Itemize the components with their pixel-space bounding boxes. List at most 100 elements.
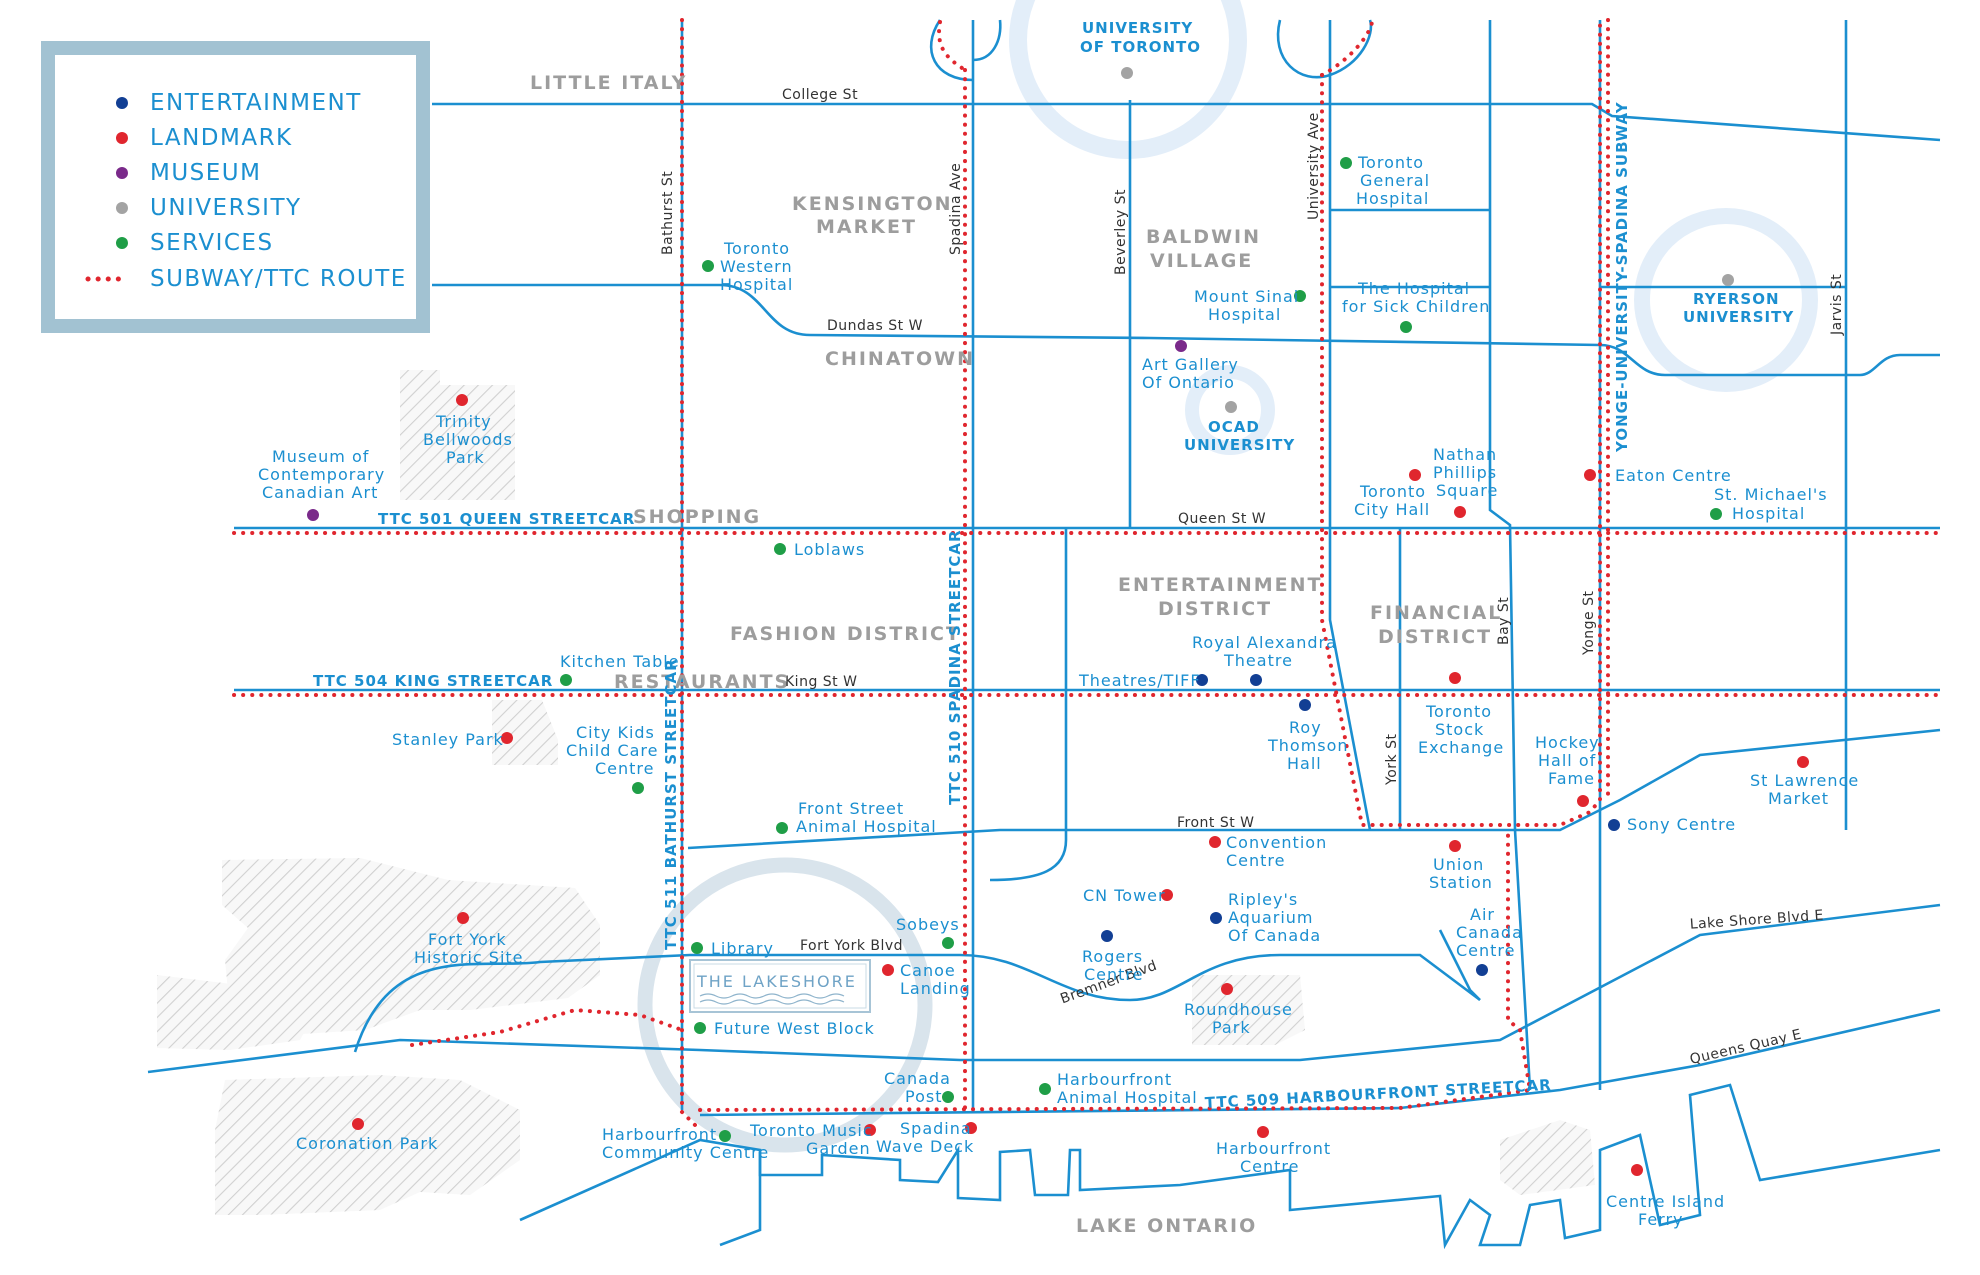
- rogers-1: Rogers: [1082, 947, 1143, 966]
- coronation: Coronation Park: [296, 1134, 438, 1153]
- marker-ocad: [1225, 401, 1237, 413]
- sick-1: The Hospital: [1357, 279, 1470, 298]
- label-beverley: Beverley St: [1113, 189, 1129, 275]
- music-1: Toronto Music: [749, 1121, 873, 1140]
- lakeshore-waves-icon: [699, 993, 845, 1005]
- label-york: York St: [1384, 734, 1400, 786]
- cityhall-1: Toronto: [1359, 482, 1426, 501]
- hfvet-2: Animal Hospital: [1057, 1088, 1198, 1107]
- legend-dot-university: [116, 202, 128, 214]
- legend: ENTERTAINMENT LANDMARK MUSEUM UNIVERSITY…: [41, 41, 430, 333]
- ripley-1: Ripley's: [1228, 890, 1298, 909]
- marker-eaton: [1584, 469, 1596, 481]
- roythomson-1: Roy: [1289, 718, 1322, 737]
- marker-sick: [1400, 321, 1412, 333]
- stmichael-1: St. Michael's: [1714, 485, 1828, 504]
- fort-york-blvd: [353, 953, 1481, 1053]
- mocca-1: Museum of: [272, 447, 369, 466]
- district-shopping: SHOPPING: [633, 506, 761, 528]
- roundhouse-2: Park: [1212, 1018, 1251, 1037]
- park-fort-york-low: [157, 975, 322, 1050]
- ferry-1: Centre Island: [1606, 1192, 1725, 1211]
- marker-hfcentre: [1257, 1126, 1269, 1138]
- district-labels: LITTLE ITALY KENSINGTON MARKET BALDWIN V…: [530, 72, 1502, 1237]
- district-baldwin-1: BALDWIN: [1146, 226, 1261, 248]
- university-avenue: [1328, 20, 1372, 831]
- marker-tiff: [1196, 674, 1208, 686]
- ryerson-label-1: RYERSON: [1693, 290, 1780, 308]
- hfvet-1: Harbourfront: [1057, 1070, 1172, 1089]
- university-markers: UNIVERSITY OF TORONTO RYERSON UNIVERSITY…: [1080, 19, 1793, 454]
- tse-3: Exchange: [1418, 738, 1504, 757]
- union-2: Station: [1429, 873, 1493, 892]
- district-chinatown: CHINATOWN: [825, 348, 975, 370]
- district-financial-1: FINANCIAL: [1370, 602, 1502, 624]
- rogers-2: Centre: [1084, 965, 1144, 984]
- futurewest: Future West Block: [714, 1019, 875, 1038]
- stanley: Stanley Park: [392, 730, 504, 749]
- marker-nathan: [1409, 469, 1421, 481]
- label-jarvis: Jarvis St: [1829, 274, 1845, 336]
- front-street: [687, 728, 1941, 850]
- district-kensington-1: KENSINGTON: [792, 193, 953, 215]
- john-connector: [989, 528, 1068, 882]
- hfcc-1: Harbourfront: [602, 1125, 717, 1144]
- park-roundhouse: [1192, 975, 1305, 1045]
- marker-hockey: [1577, 795, 1589, 807]
- aircanada-3: Centre: [1456, 941, 1516, 960]
- marker-union: [1449, 840, 1461, 852]
- mocca-3: Canadian Art: [262, 483, 378, 502]
- sony: Sony Centre: [1627, 815, 1736, 834]
- uoft-label-1: UNIVERSITY: [1082, 19, 1193, 37]
- roundhouse-1: Roundhouse: [1184, 1000, 1293, 1019]
- route-fort-york: [410, 1007, 684, 1047]
- sinai-1: Mount Sinai: [1194, 287, 1299, 306]
- hockey-1: Hockey: [1535, 733, 1600, 752]
- nathan-1: Nathan: [1433, 445, 1497, 464]
- label-spadina: Spadina Ave: [948, 163, 964, 255]
- citykids-2: Child Care: [566, 741, 659, 760]
- stlawrence-1: St Lawrence: [1750, 771, 1859, 790]
- twh-3: Hospital: [720, 275, 793, 294]
- route-university: [1320, 18, 1602, 827]
- marker-stanley: [501, 732, 513, 744]
- marker-rogers: [1101, 930, 1113, 942]
- label-college: College St: [782, 87, 858, 103]
- frontvet-1: Front Street: [798, 799, 904, 818]
- label-queens-quay: Queens Quay E: [1688, 1027, 1803, 1068]
- poi-markers: Toronto General Hospital Toronto Western…: [258, 153, 1859, 1229]
- uoft-label-2: OF TORONTO: [1080, 38, 1201, 56]
- ripley-3: Of Canada: [1228, 926, 1321, 945]
- marker-cityhall: [1454, 506, 1466, 518]
- district-entertainment-1: ENTERTAINMENT: [1118, 574, 1323, 596]
- marker-sony: [1608, 819, 1620, 831]
- tgh-1: Toronto: [1357, 153, 1424, 172]
- park-coronation: [215, 1075, 520, 1215]
- convention-2: Centre: [1226, 851, 1286, 870]
- ttc-routes: [232, 18, 1942, 1132]
- district-financial-2: DISTRICT: [1378, 626, 1492, 648]
- park-areas: [157, 370, 1595, 1215]
- legend-landmark: LANDMARK: [150, 125, 293, 151]
- park-stanley: [492, 700, 558, 765]
- convention-1: Convention: [1226, 833, 1327, 852]
- union-1: Union: [1433, 855, 1484, 874]
- ago-2: Of Ontario: [1142, 373, 1235, 392]
- royalalex-1: Royal Alexandra: [1192, 633, 1337, 652]
- marker-convention: [1209, 836, 1221, 848]
- wave-2: Wave Deck: [876, 1137, 974, 1156]
- label-front: Front St W: [1177, 815, 1255, 831]
- ago-1: Art Gallery: [1142, 355, 1239, 374]
- street-network: [147, 19, 1941, 1117]
- marker-aircanada: [1476, 964, 1488, 976]
- fortyork-2: Historic Site: [414, 948, 524, 967]
- hockey-3: Fame: [1548, 769, 1595, 788]
- stlawrence-2: Market: [1768, 789, 1829, 808]
- college-street: [432, 102, 1941, 142]
- roythomson-3: Hall: [1287, 754, 1322, 773]
- marker-kitchen: [560, 674, 572, 686]
- park-fort-york: [222, 858, 600, 1036]
- label-bathurst: Bathurst St: [660, 171, 676, 255]
